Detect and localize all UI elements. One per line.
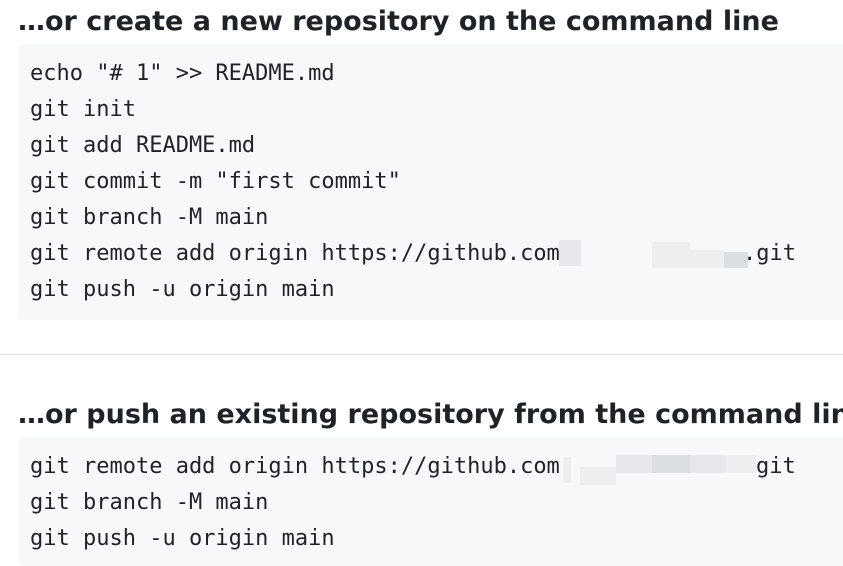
code-line-branch: git branch -M main: [30, 490, 269, 515]
redacted-url-segment: [563, 457, 571, 483]
code-line-branch: git branch -M main: [30, 205, 269, 230]
section-title-create-new: …or create a new repository on the comma…: [18, 6, 779, 37]
redacted-url-segment: [724, 252, 748, 268]
code-line-echo: echo "# 1" >> README.md: [30, 61, 335, 86]
code-line-push: git push -u origin main: [30, 526, 335, 551]
redacted-url-segment: [690, 455, 726, 473]
redacted-url-segment: [580, 467, 616, 485]
redacted-url-segment: [559, 240, 581, 266]
section-divider: [0, 354, 843, 355]
code-line-push: git push -u origin main: [30, 277, 335, 302]
code-line-remote-suffix: git: [756, 454, 796, 479]
redacted-url-segment: [652, 455, 690, 473]
code-line-remote-add: git remote add origin https://github.com: [30, 454, 560, 479]
code-block-create-new[interactable]: echo "# 1" >> README.md git init git add…: [18, 44, 843, 320]
code-block-push-existing[interactable]: git remote add origin https://github.com…: [18, 437, 843, 566]
section-title-push-existing: …or push an existing repository from the…: [18, 399, 843, 430]
redacted-url-segment: [690, 250, 724, 268]
code-line-add: git add README.md: [30, 133, 256, 158]
redacted-url-segment: [616, 455, 652, 473]
code-line-remote-suffix: .git: [743, 241, 796, 266]
code-line-init: git init: [30, 97, 136, 122]
code-line-remote-add: git remote add origin https://github.com: [30, 241, 560, 266]
redacted-url-segment: [652, 242, 690, 268]
code-line-commit: git commit -m "first commit": [30, 169, 401, 194]
redacted-url-segment: [726, 455, 756, 473]
